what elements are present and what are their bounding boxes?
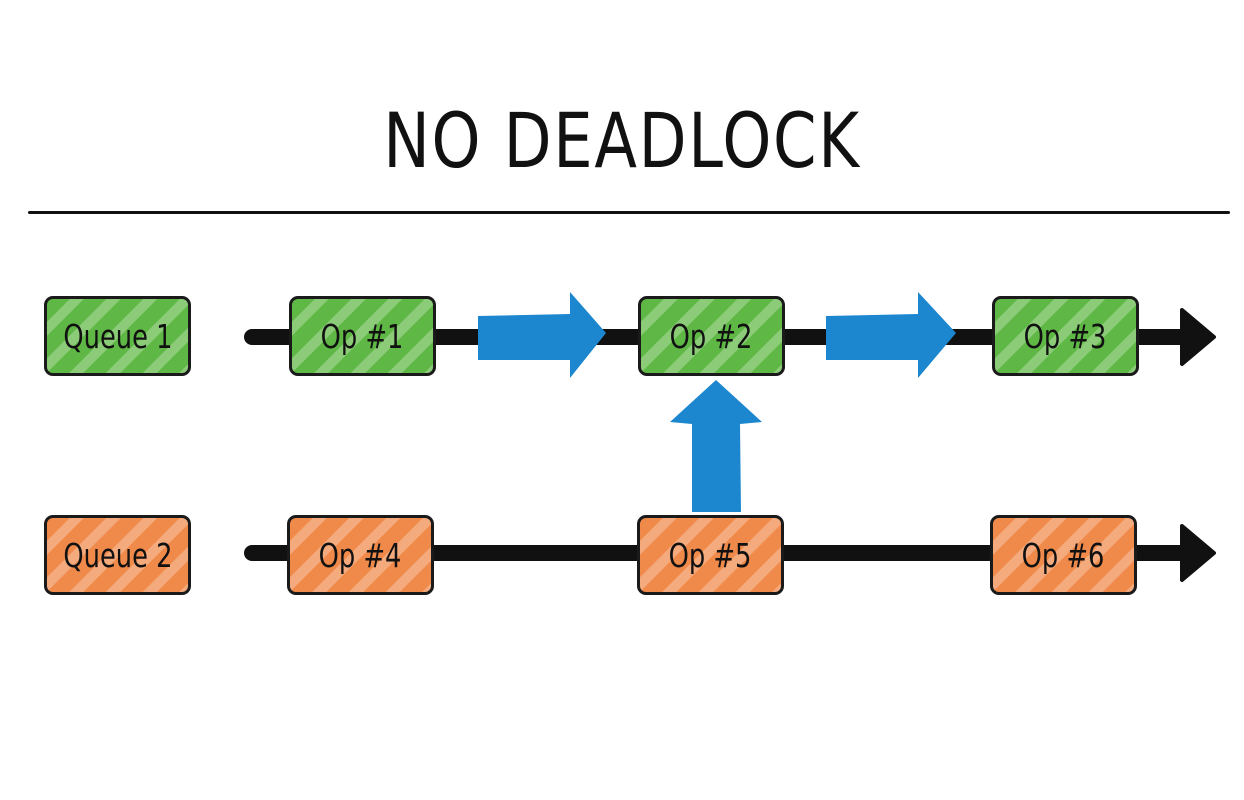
flow-arrow-op1-to-op2 [478, 292, 606, 378]
op-4-label: Op #4 [319, 535, 402, 575]
op-6-box: Op #6 [990, 515, 1137, 595]
op-3-box: Op #3 [992, 296, 1139, 376]
op-1-box: Op #1 [289, 296, 436, 376]
queue-1-timeline-arrowhead [1180, 308, 1216, 366]
op-2-box: Op #2 [638, 296, 785, 376]
title-divider [28, 211, 1230, 214]
op-6-label: Op #6 [1022, 535, 1105, 575]
op-5-label: Op #5 [669, 535, 752, 575]
queue-2-timeline-arrowhead [1180, 524, 1216, 582]
queue-2-label: Queue 2 [62, 535, 173, 575]
op-5-box: Op #5 [637, 515, 784, 595]
flow-arrow-op5-to-op2 [670, 380, 762, 512]
op-1-label: Op #1 [321, 316, 404, 356]
queue-1-box: Queue 1 [44, 296, 191, 376]
op-3-label: Op #3 [1024, 316, 1107, 356]
queue-1-label: Queue 1 [62, 316, 173, 356]
queue-2-box: Queue 2 [44, 515, 191, 595]
op-2-label: Op #2 [670, 316, 753, 356]
flow-arrow-op2-to-op3 [826, 292, 956, 378]
diagram-title: NO DEADLOCK [383, 96, 861, 185]
op-4-box: Op #4 [287, 515, 434, 595]
